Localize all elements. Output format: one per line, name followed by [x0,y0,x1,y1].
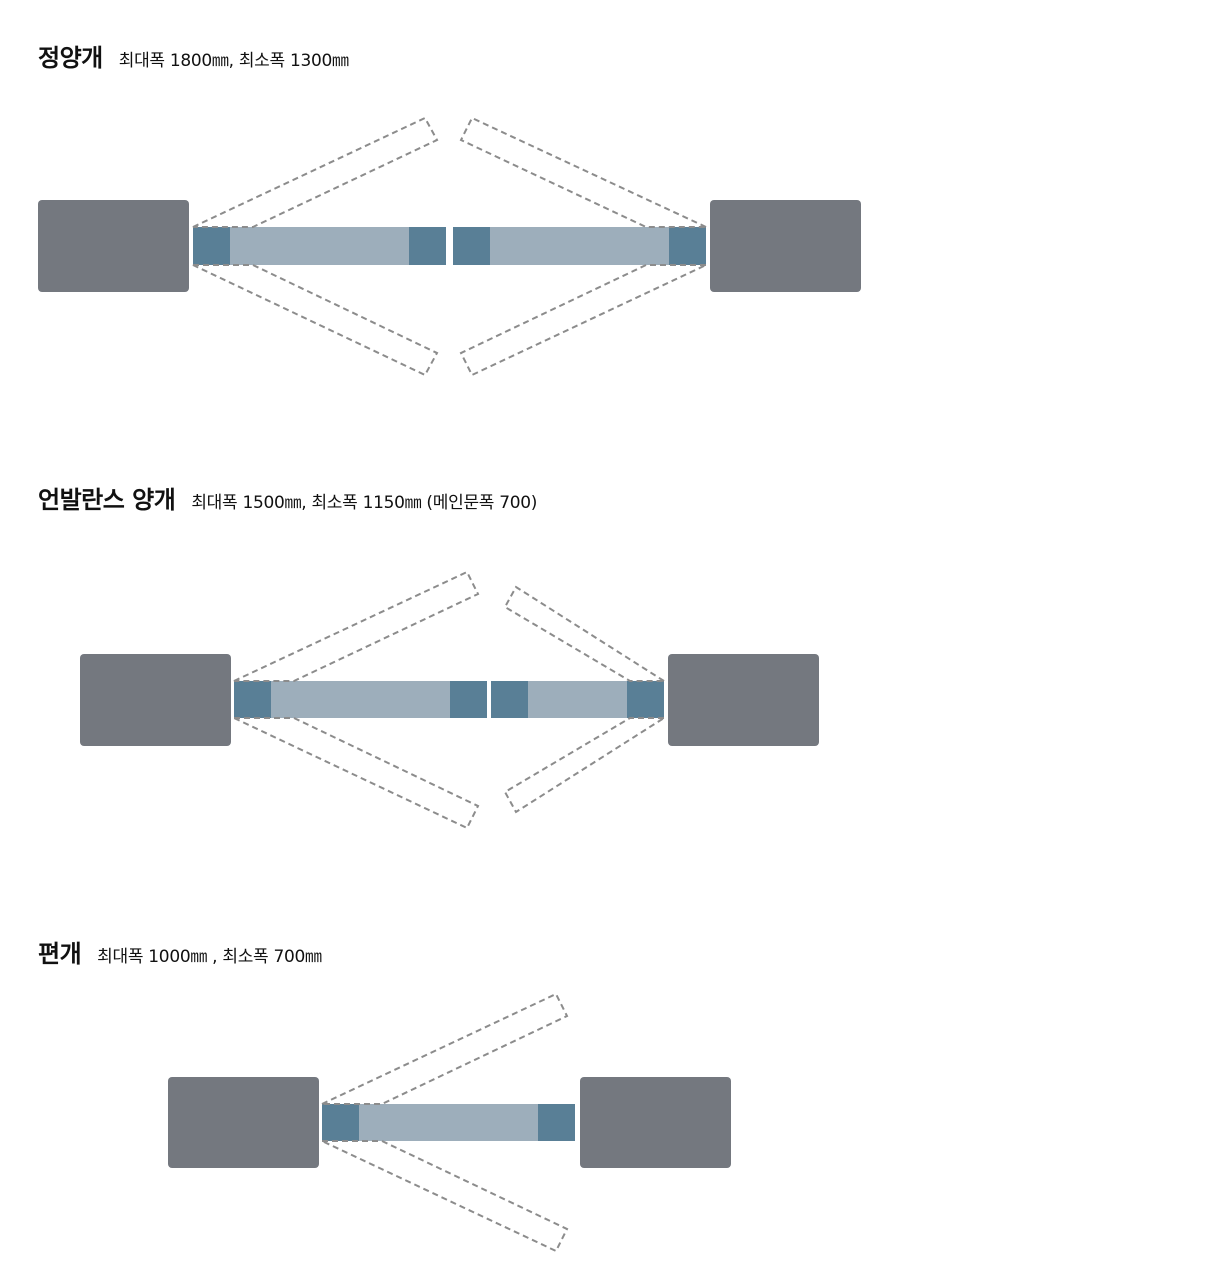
left-pillar [168,1077,319,1168]
main-door-leaf [234,681,487,718]
door-swing-open-up [321,992,569,1105]
section-title: 정양개 [38,44,103,72]
left-pillar [38,200,189,292]
right-door-swing-open-up [459,116,707,228]
double-swing-gate-diagram [38,116,861,377]
left-pillar [80,654,231,746]
left-door-leaf [193,227,446,265]
main-door-swing-open-down [233,717,480,830]
section-spec: 최대폭 1800㎜, 최소폭 1300㎜ [118,51,349,71]
sub-door-leaf [491,681,664,718]
door-swing-open-down [321,1140,569,1253]
door-leaf [322,1104,575,1141]
left-door-swing-open-up [192,116,439,228]
section-spec: 최대폭 1500㎜, 최소폭 1150㎜ (메인문폭 700) [191,493,538,513]
right-door-swing-open-down [459,264,707,377]
right-pillar [668,654,819,746]
section-heading-single-swing: 편개 최대폭 1000㎜ , 최소폭 700㎜ [38,934,322,969]
right-pillar [710,200,861,292]
right-door-leaf [453,227,706,265]
sub-door-swing-open-up [503,585,668,682]
right-pillar [580,1077,731,1168]
main-door-swing-open-up [233,570,480,682]
unbalanced-double-swing-gate-diagram [80,570,819,830]
section-title: 편개 [38,940,82,968]
section-spec: 최대폭 1000㎜ , 최소폭 700㎜ [97,947,322,967]
left-door-swing-open-down [192,264,439,377]
section-heading-double-swing: 정양개 최대폭 1800㎜, 최소폭 1300㎜ [38,38,349,73]
section-title: 언발란스 양개 [38,486,176,514]
single-swing-gate-diagram [168,992,731,1253]
sub-door-swing-open-down [503,717,668,814]
section-heading-unbalanced-double-swing: 언발란스 양개 최대폭 1500㎜, 최소폭 1150㎜ (메인문폭 700) [38,480,537,515]
